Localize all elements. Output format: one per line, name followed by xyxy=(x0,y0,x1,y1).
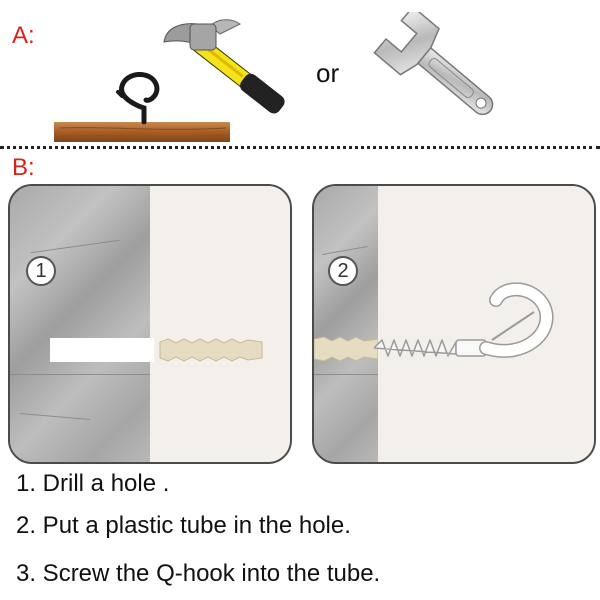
wrench-icon xyxy=(373,12,494,116)
wall-surface xyxy=(150,186,290,462)
instruction-step-3: 3. Screw the Q-hook into the tube. xyxy=(16,560,381,587)
step-number-badge: 1 xyxy=(26,256,56,286)
step-2-panel: 2 xyxy=(312,184,596,464)
drilled-hole xyxy=(50,338,154,362)
wall-surface xyxy=(378,186,594,462)
step-1-panel: 1 xyxy=(8,184,292,464)
wall-cross-section xyxy=(314,186,378,462)
hammer-icon xyxy=(163,19,285,114)
section-b-label: B: xyxy=(12,154,35,181)
screw-hook-icon xyxy=(374,282,554,358)
wood-plank xyxy=(54,122,230,142)
instruction-step-1: 1. Drill a hole . xyxy=(16,470,170,497)
instruction-step-2: 2. Put a plastic tube in the hole. xyxy=(16,512,351,539)
wall-cross-section xyxy=(10,186,150,462)
dotted-divider xyxy=(0,146,600,149)
section-a-label: A: xyxy=(12,22,35,49)
step-number-badge: 2 xyxy=(328,256,358,286)
q-hook-icon xyxy=(116,72,160,125)
wood-plank-with-hook-illustration xyxy=(54,72,230,142)
or-connector-text: or xyxy=(316,58,340,88)
plastic-anchor-icon xyxy=(159,338,263,362)
plastic-anchor-icon xyxy=(314,336,378,362)
